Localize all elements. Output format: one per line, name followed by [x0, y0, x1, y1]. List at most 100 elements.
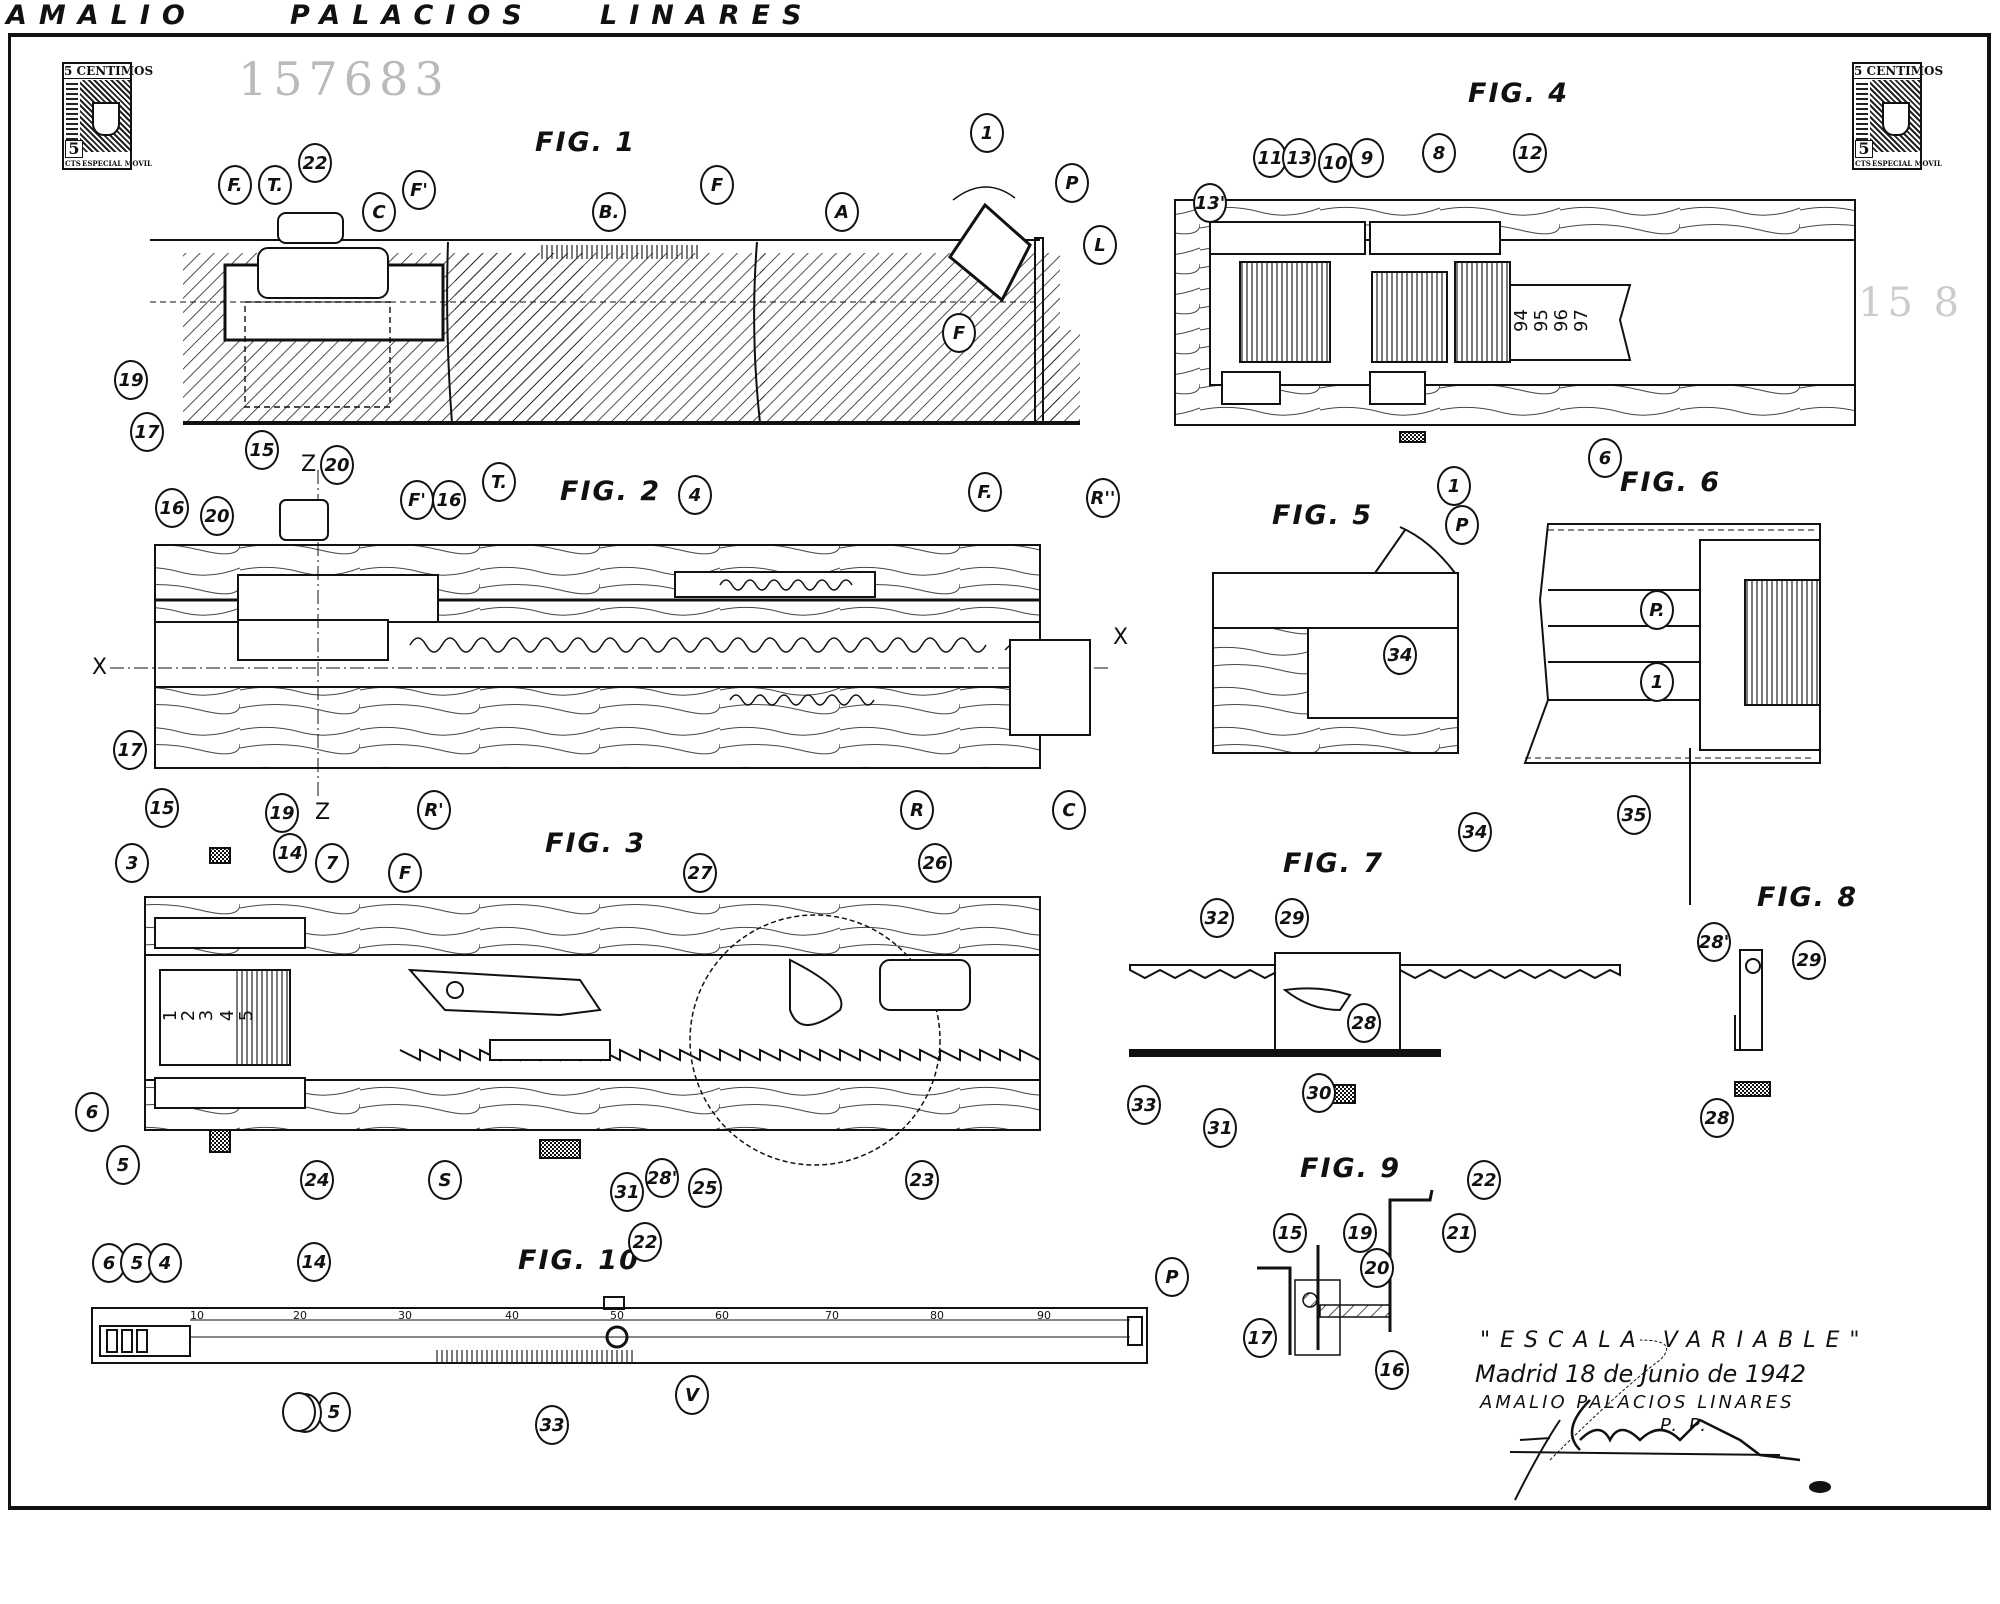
fig8-title: FIG. 8 — [1757, 882, 1859, 913]
callout-fig10-5b: 5 — [317, 1392, 351, 1432]
callout-fig4-9: 9 — [1350, 138, 1384, 178]
callout-fig10-5: 5 — [120, 1243, 154, 1283]
callout-fig2-19: 19 — [265, 793, 299, 833]
fig7-drawing — [1129, 952, 1621, 1104]
callout-fig10-14: 14 — [297, 1242, 331, 1282]
callout-fig1-L: L — [1083, 225, 1117, 265]
callout-fig1-1: 1 — [970, 113, 1004, 153]
callout-fig10-33: 33 — [535, 1405, 569, 1445]
callout-fig9-15: 15 — [1273, 1213, 1307, 1253]
scale-label: 80 — [930, 1309, 944, 1322]
callout-fig6-35: 35 — [1617, 795, 1651, 835]
scale-label: 10 — [190, 1309, 204, 1322]
fig1-title: FIG. 1 — [535, 127, 637, 158]
callout-fig1-17: 17 — [130, 412, 164, 452]
invention-title: "ESCALA VARIABLE" — [1480, 1328, 1870, 1353]
fig1-drawing — [150, 186, 1080, 425]
place-date-line: Madrid 18 de Junio de 1942 — [1475, 1360, 1807, 1388]
callout-fig9-21: 21 — [1442, 1213, 1476, 1253]
callout-fig7-33: 33 — [1127, 1085, 1161, 1125]
fig3-drawing — [144, 847, 1041, 1166]
fig3-title: FIG. 3 — [545, 828, 647, 859]
scale-label: 20 — [293, 1309, 307, 1322]
callout-fig8-28p: 28' — [1697, 922, 1731, 962]
callout-fig3-24: 24 — [300, 1160, 334, 1200]
fig4-title: FIG. 4 — [1468, 78, 1570, 109]
callout-fig3-5: 5 — [106, 1145, 140, 1185]
callout-fig3-6: 6 — [75, 1092, 109, 1132]
scale-label: 60 — [715, 1309, 729, 1322]
callout-fig3-14: 14 — [273, 833, 307, 873]
strip-number: 5 — [236, 1009, 258, 1022]
fig10-drawing — [91, 1296, 1148, 1364]
callout-fig4-10: 10 — [1318, 143, 1352, 183]
callout-fig4-11: 11 — [1253, 138, 1287, 178]
callout-fig6-34: 34 — [1458, 812, 1492, 852]
callout-fig2-20: 20 — [200, 496, 234, 536]
fig6-title: FIG. 6 — [1620, 467, 1722, 498]
strip-number: 94 — [1510, 309, 1532, 332]
callout-fig1-B: B. — [592, 192, 626, 232]
callout-fig3-26: 26 — [918, 843, 952, 883]
callout-fig2-R1: R' — [417, 790, 451, 830]
callout-fig3-25: 25 — [688, 1168, 722, 1208]
scale-label: 90 — [1037, 1309, 1051, 1322]
per-procuration: P. P. — [1660, 1415, 1709, 1436]
callout-fig2-R: R — [900, 790, 934, 830]
stamp-shield-icon — [1882, 102, 1910, 136]
callout-fig9-22: 22 — [1467, 1160, 1501, 1200]
callout-fig1-19: 19 — [114, 360, 148, 400]
fig7-title: FIG. 7 — [1283, 848, 1385, 879]
callout-fig4-12: 12 — [1513, 133, 1547, 173]
axis-label-z-top: Z — [301, 452, 317, 477]
fig5-drawing — [1212, 526, 1459, 754]
strip-number: 96 — [1550, 309, 1572, 332]
stamp-value: 5 — [1855, 140, 1873, 158]
stamp-value: 5 — [65, 140, 83, 158]
fig6-drawing — [1523, 523, 1821, 905]
drawing-frame — [8, 33, 1991, 1510]
fig8-drawing — [1734, 949, 1771, 1097]
callout-fig1-T: T. — [258, 165, 292, 205]
callout-fig1-20: 20 — [320, 445, 354, 485]
faded-mark: 15 8 — [1858, 280, 1964, 326]
callout-fig3-31: 31 — [610, 1172, 644, 1212]
callout-fig10-P: P — [1155, 1257, 1189, 1297]
scale-label: 30 — [398, 1309, 412, 1322]
callout-fig1-F: F. — [218, 165, 252, 205]
callout-fig5-34: 34 — [1383, 635, 1417, 675]
fig5-title: FIG. 5 — [1272, 500, 1374, 531]
callout-fig4-6: 6 — [1588, 438, 1622, 478]
callout-fig2-C: C — [1052, 790, 1086, 830]
callout-fig3-28p: 28' — [645, 1158, 679, 1198]
stamp-bottom-text: ESPECIAL MOVIL — [1872, 159, 1942, 168]
strip-number: 95 — [1530, 309, 1552, 332]
callout-fig3-23: 23 — [905, 1160, 939, 1200]
callout-fig9-19: 19 — [1343, 1213, 1377, 1253]
axis-label-x-right: X — [1113, 625, 1129, 650]
callout-fig7-29: 29 — [1275, 898, 1309, 938]
callout-fig3-F: F — [388, 853, 422, 893]
callout-fig3-S: S — [428, 1160, 462, 1200]
stamp-bottom-text: ESPECIAL MOVIL — [82, 159, 152, 168]
fig2-drawing — [110, 470, 1110, 800]
registration-number: 157683 — [238, 52, 450, 106]
scale-label: 40 — [505, 1309, 519, 1322]
stamp-unit: CTS — [65, 159, 81, 168]
callout-fig7-32: 32 — [1200, 898, 1234, 938]
strip-number: 4 — [217, 1009, 239, 1022]
inventor-middle-name: PALACIOS — [290, 0, 534, 31]
callout-fig3-27: 27 — [683, 853, 717, 893]
callout-fig2-15: 15 — [145, 788, 179, 828]
fig2-title: FIG. 2 — [560, 476, 662, 507]
callout-fig1-P: P — [1055, 163, 1089, 203]
fig10-title: FIG. 10 — [518, 1245, 640, 1276]
callout-fig2-4: 4 — [678, 475, 712, 515]
callout-fig1-F-lower: F — [942, 313, 976, 353]
callout-fig2-F1: F' — [400, 480, 434, 520]
callout-fig9-16: 16 — [1375, 1350, 1409, 1390]
axis-label-z-bottom: Z — [315, 800, 331, 825]
callout-fig5-1: 1 — [1437, 466, 1471, 506]
callout-fig1-22: 22 — [298, 143, 332, 183]
strip-number: 3 — [196, 1009, 218, 1022]
